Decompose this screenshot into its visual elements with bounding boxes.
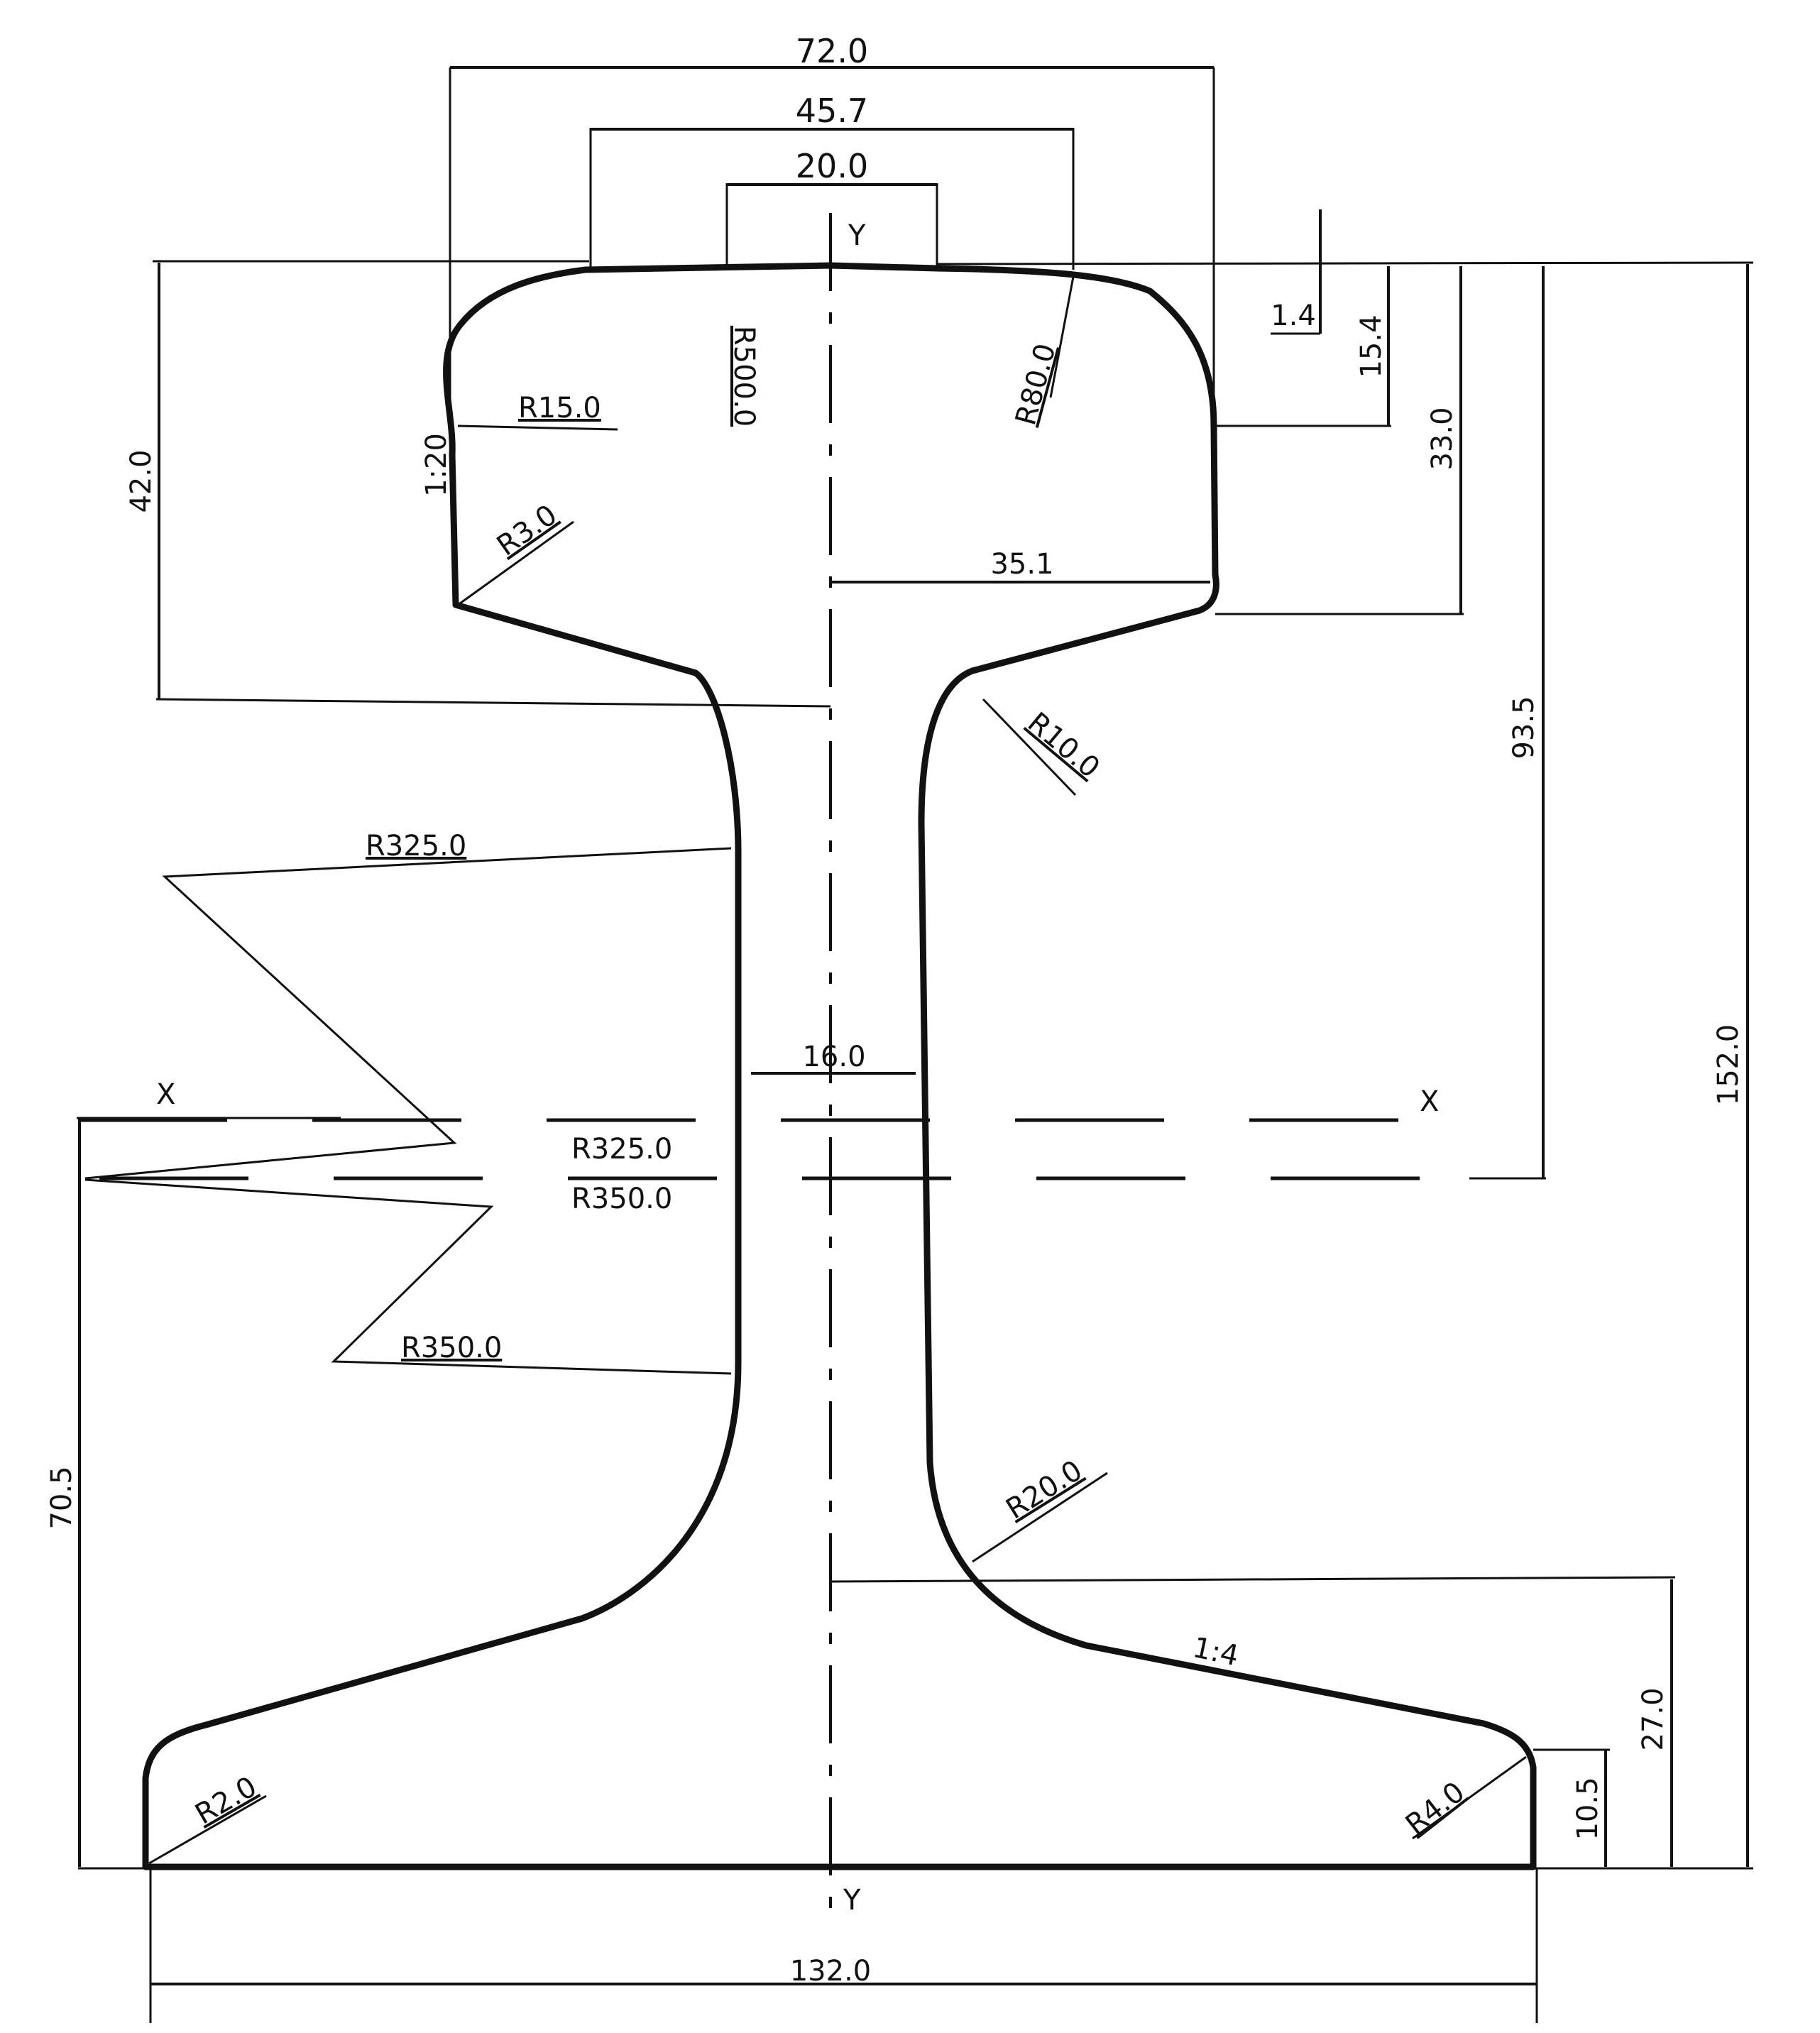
radius-web-upper-label: R325.0 <box>571 1133 672 1166</box>
dim-head-height: 42.0 <box>125 449 158 513</box>
head-left-dimensions: 42.0 1:20 <box>125 260 831 708</box>
y-axis-label-bottom: Y <box>843 1884 861 1917</box>
rail-profile <box>142 262 1537 1870</box>
web-annotations: R325.0 R350.0 R325.0 R350.0 16.0 X X R20… <box>84 830 1439 1563</box>
slope-head-side: 1:20 <box>420 433 453 497</box>
radius-crown: R500.0 <box>728 326 760 427</box>
y-axis-label-top: Y <box>848 219 866 252</box>
head-radii: R15.0 R500.0 R80.0 R3.0 35.1 R10.0 <box>457 276 1210 796</box>
radius-foot-left: R2.0 <box>190 1770 262 1831</box>
dim-head-top-width: 45.7 <box>796 92 868 130</box>
dim-half-head-width: 35.1 <box>990 548 1053 581</box>
radius-web-left-lower: R350.0 <box>401 1332 502 1364</box>
dim-total-height: 152.0 <box>1712 1024 1745 1106</box>
dim-foot-slope-height: 27.0 <box>1637 1687 1670 1750</box>
center-lines <box>78 213 1469 1909</box>
dim-centroid-from-base: 70.5 <box>45 1466 78 1529</box>
radius-web-lower-label: R350.0 <box>571 1183 672 1215</box>
x-axis-label-left: X <box>156 1078 175 1111</box>
foot-dimensions: 70.5 27.0 10.5 1:4 R2.0 R4.0 132.0 <box>45 1117 1753 2023</box>
rail-outline <box>142 262 1537 1870</box>
dim-foot-width: 132.0 <box>790 1955 872 1988</box>
dim-web-thickness: 16.0 <box>802 1041 865 1073</box>
head-right-dimensions: 1.4 15.4 33.0 93.5 152.0 <box>936 209 1754 1867</box>
radius-head-under-left: R3.0 <box>491 498 563 562</box>
radius-head-corner-left: R15.0 <box>518 392 601 424</box>
radius-web-left-upper: R325.0 <box>366 830 466 862</box>
dim-foot-edge-height: 10.5 <box>1572 1777 1604 1840</box>
top-dimensions: 72.0 45.7 20.0 <box>449 32 1215 426</box>
x-axis-label-right: X <box>1420 1085 1439 1118</box>
dim-centroid-from-top: 93.5 <box>1508 696 1540 759</box>
radius-foot-right: R4.0 <box>1400 1775 1471 1841</box>
radius-head-corner-right: R80.0 <box>1009 340 1063 429</box>
radius-web-head-fillet: R10.0 <box>1021 706 1106 784</box>
dim-head-depth: 33.0 <box>1426 407 1459 470</box>
dim-crown-width: 20.0 <box>796 147 868 185</box>
dim-side-taper-depth: 15.4 <box>1355 314 1388 378</box>
dim-top-width: 72.0 <box>796 32 868 70</box>
dim-side-drop: 1.4 <box>1271 300 1316 332</box>
